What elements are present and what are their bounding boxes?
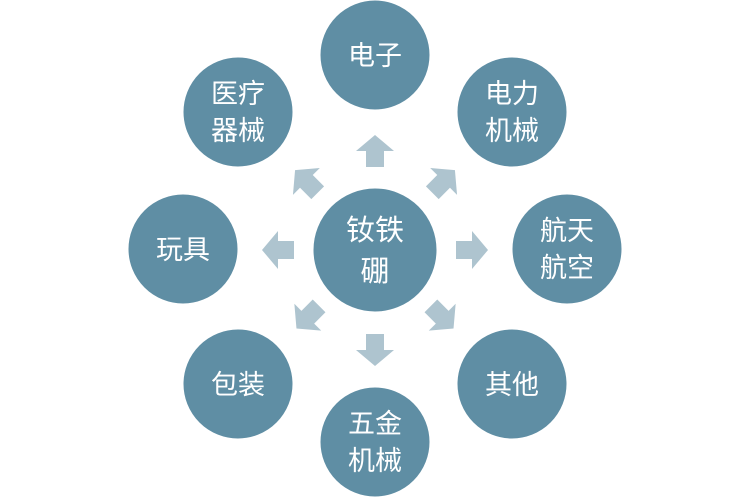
node-aerospace-label-line-1: 航天 [540,216,594,247]
node-packaging: 包装 [180,326,296,442]
node-medical-devices: 医疗 器械 [180,54,296,170]
node-aerospace-label-line-2: 航空 [540,253,594,284]
node-packaging-circle [180,326,296,442]
node-others-circle [454,326,570,442]
arrow-to-power-machinery [425,167,458,200]
arrow-to-toys [262,231,294,269]
node-electronics-circle [317,0,433,113]
center-node-label-line-2: 硼 [360,254,389,288]
arrow-to-packaging [294,299,326,331]
node-medical-devices-circle [180,54,296,170]
node-toys: 玩具 [125,191,241,307]
arrow-to-hardware-machinery [356,334,394,366]
arrow-to-aerospace [456,231,488,269]
node-electronics-label: 电子 [348,41,402,72]
node-hardware-machinery-label-line-2: 机械 [348,446,402,477]
center-node-circle [310,185,440,315]
node-hardware-machinery-label-line-1: 五金 [348,409,402,440]
node-others-label: 其他 [485,370,539,401]
center-node-label-line-1: 钕铁 [346,213,404,247]
center-node: 钕铁 硼 [310,185,440,315]
arrow-to-electronics [356,135,394,167]
node-power-machinery-circle [454,54,570,170]
node-medical-devices-label-line-1: 医疗 [211,79,265,110]
node-electronics: 电子 [317,0,433,113]
arrows [262,135,488,366]
arrow-to-others [424,299,456,331]
node-others: 其他 [454,326,570,442]
node-power-machinery: 电力 机械 [454,54,570,170]
node-aerospace-circle [509,191,625,307]
node-power-machinery-label-line-2: 机械 [485,116,539,147]
node-packaging-label: 包装 [211,370,265,401]
node-medical-devices-label-line-2: 器械 [211,116,265,147]
node-hardware-machinery: 五金 机械 [317,384,433,500]
node-toys-circle [125,191,241,307]
node-hardware-machinery-circle [317,384,433,500]
arrow-to-medical-devices [292,167,325,200]
node-power-machinery-label-line-1: 电力 [485,79,539,110]
node-toys-label: 玩具 [156,235,210,266]
node-aerospace: 航天 航空 [509,191,625,307]
